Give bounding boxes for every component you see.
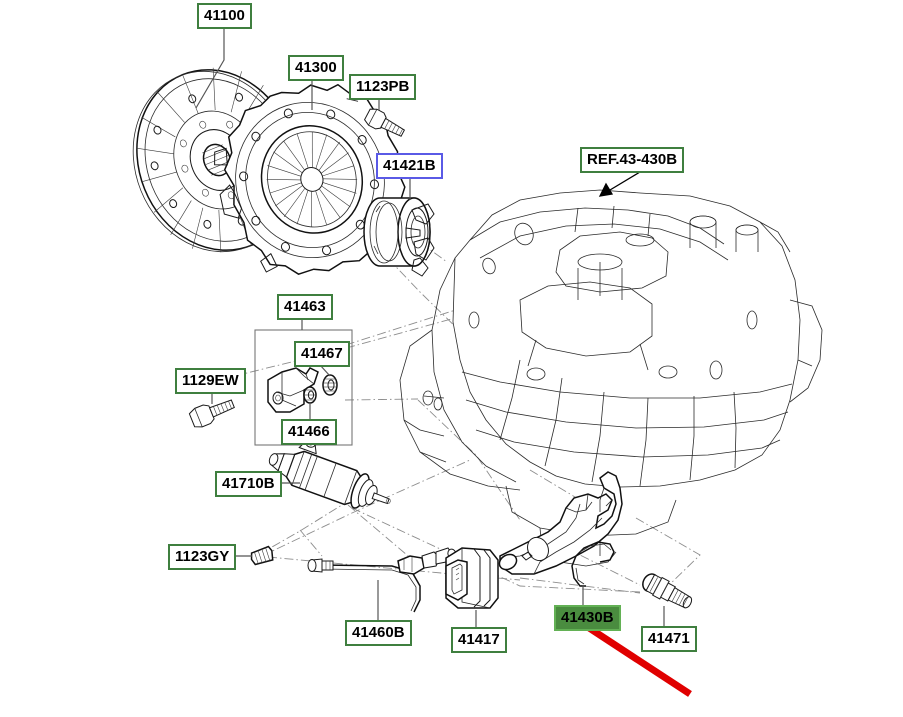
label-41466[interactable]: 41466 — [281, 419, 337, 445]
label-ref-43-430B[interactable]: REF.43-430B — [580, 147, 685, 173]
label-1123GY[interactable]: 1123GY — [168, 544, 237, 570]
label-41430B[interactable]: 41430B — [554, 605, 621, 631]
label-41300[interactable]: 41300 — [288, 55, 344, 81]
label-41471[interactable]: 41471 — [641, 626, 697, 652]
label-41463[interactable]: 41463 — [277, 294, 333, 320]
label-1129EW[interactable]: 1129EW — [175, 368, 246, 394]
label-41417[interactable]: 41417 — [451, 627, 507, 653]
label-41460B[interactable]: 41460B — [345, 620, 412, 646]
label-41421B[interactable]: 41421B — [376, 153, 443, 179]
label-1123PB[interactable]: 1123PB — [349, 74, 417, 100]
label-41100[interactable]: 41100 — [197, 3, 252, 29]
label-41467[interactable]: 41467 — [294, 341, 350, 367]
label-41710B[interactable]: 41710B — [215, 471, 282, 497]
